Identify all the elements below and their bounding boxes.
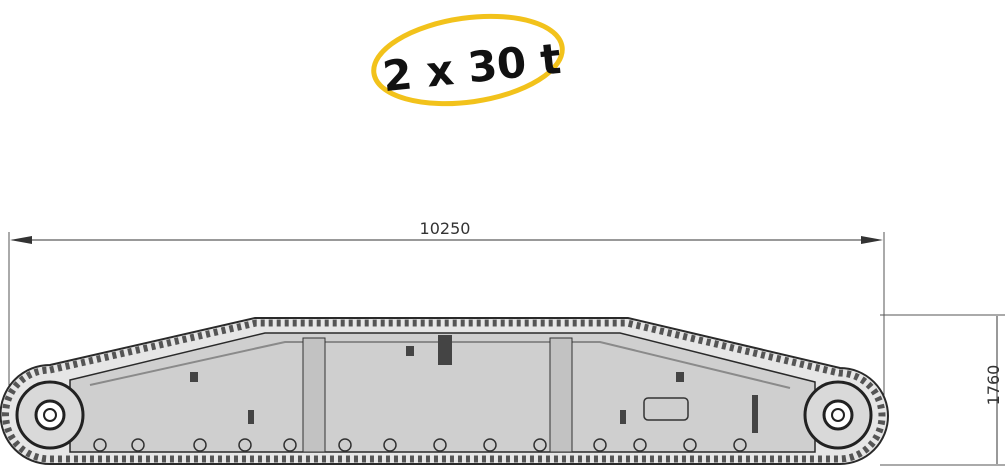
length-arrow-right: [861, 236, 883, 244]
crawler-track: [0, 317, 889, 465]
track-frame: [69, 332, 816, 453]
track-chain-links: [2, 319, 886, 463]
badge-ring: [371, 13, 565, 107]
center-lug: [438, 335, 452, 365]
bottom-rollers: [93, 438, 747, 452]
drive-sprocket-right: [803, 380, 873, 450]
capacity-badge: 2 x 30 t: [371, 13, 565, 107]
idler-wheel-left: [15, 380, 85, 450]
length-dimension: 10250: [8, 219, 885, 400]
frame-fittings: [190, 346, 758, 433]
capacity-badge-text: 2 x 30 t: [380, 34, 563, 101]
frame-post-left: [302, 337, 326, 453]
access-hatch: [643, 397, 689, 421]
length-dimension-label: 10250: [420, 219, 471, 238]
length-arrow-left: [10, 236, 32, 244]
height-dimension-label: 1760: [984, 365, 1003, 406]
frame-post-right: [549, 337, 573, 453]
height-dimension: 1760: [880, 314, 1005, 466]
